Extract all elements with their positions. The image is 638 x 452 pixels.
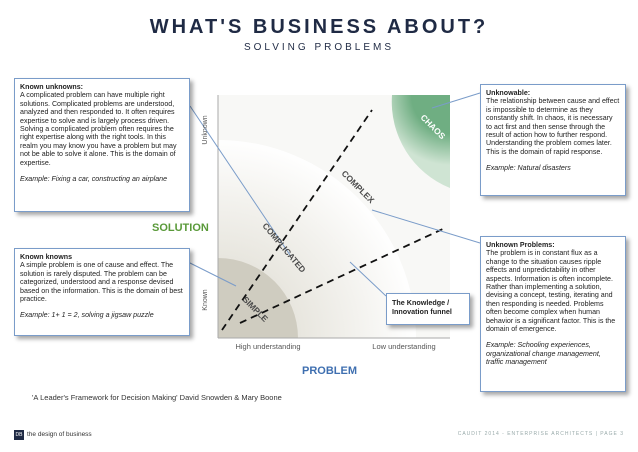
callout-heading: Unknowable: — [486, 89, 531, 97]
footer-page-info: CAUDIT 2014 - ENTERPRISE ARCHITECTS | PA… — [457, 431, 624, 437]
callout-unknown-problems: Unknown Problems: The problem is in cons… — [480, 236, 626, 392]
callout-heading: Known unknowns: — [20, 83, 84, 91]
problem-label: PROBLEM — [302, 365, 357, 377]
brand-logo-icon: DB — [14, 430, 24, 440]
callout-known-unknowns: Known unknowns: A complicated problem ca… — [14, 78, 190, 212]
axis-label-known: Known — [202, 289, 209, 311]
callout-innovation-funnel: The Knowledge / Innovation funnel — [386, 293, 470, 325]
callout-heading: Unknown Problems: — [486, 241, 555, 249]
callout-example: Example: Natural disasters — [486, 164, 571, 173]
axis-label-unknown: Unknown — [202, 115, 209, 144]
callout-leader-complicated — [189, 105, 291, 256]
callout-leader-complex — [371, 209, 481, 244]
funnel-line-upper — [221, 109, 373, 331]
callout-example: Example: 1+ 1 = 2, solving a jigsaw puzz… — [20, 311, 154, 320]
funnel-line-lower — [239, 227, 446, 324]
callout-leader-chaos — [431, 92, 481, 109]
footer-brand: the design of business — [27, 431, 92, 438]
callout-body: The problem is in constant flux as a cha… — [486, 249, 616, 334]
page-title: WHAT'S BUSINESS ABOUT? — [149, 16, 489, 38]
citation: 'A Leader's Framework for Decision Makin… — [32, 393, 282, 402]
callout-leader-simple — [187, 261, 237, 287]
axis-label-low-understanding: Low understanding — [372, 342, 435, 351]
callout-example: Example: Fixing a car, constructing an a… — [20, 175, 168, 184]
chaos-zone — [391, 95, 450, 188]
page-subtitle: SOLVING PROBLEMS — [243, 42, 395, 53]
callout-body: A simple problem is one of cause and eff… — [20, 261, 183, 304]
callout-body: A complicated problem can have multiple … — [20, 91, 177, 167]
callout-known-knowns: Known knowns A simple problem is one of … — [14, 248, 190, 336]
callout-body: The relationship between cause and effec… — [486, 97, 620, 156]
callout-heading: Known knowns — [20, 253, 73, 261]
solution-label: SOLUTION — [152, 222, 209, 234]
callout-leader-funnel — [349, 261, 387, 297]
simple-zone — [218, 258, 298, 338]
axis-label-high-understanding: High understanding — [235, 342, 300, 351]
callout-unknowable: Unknowable: The relationship between cau… — [480, 84, 626, 196]
callout-example: Example: Schooling experiences, organiza… — [486, 341, 601, 367]
